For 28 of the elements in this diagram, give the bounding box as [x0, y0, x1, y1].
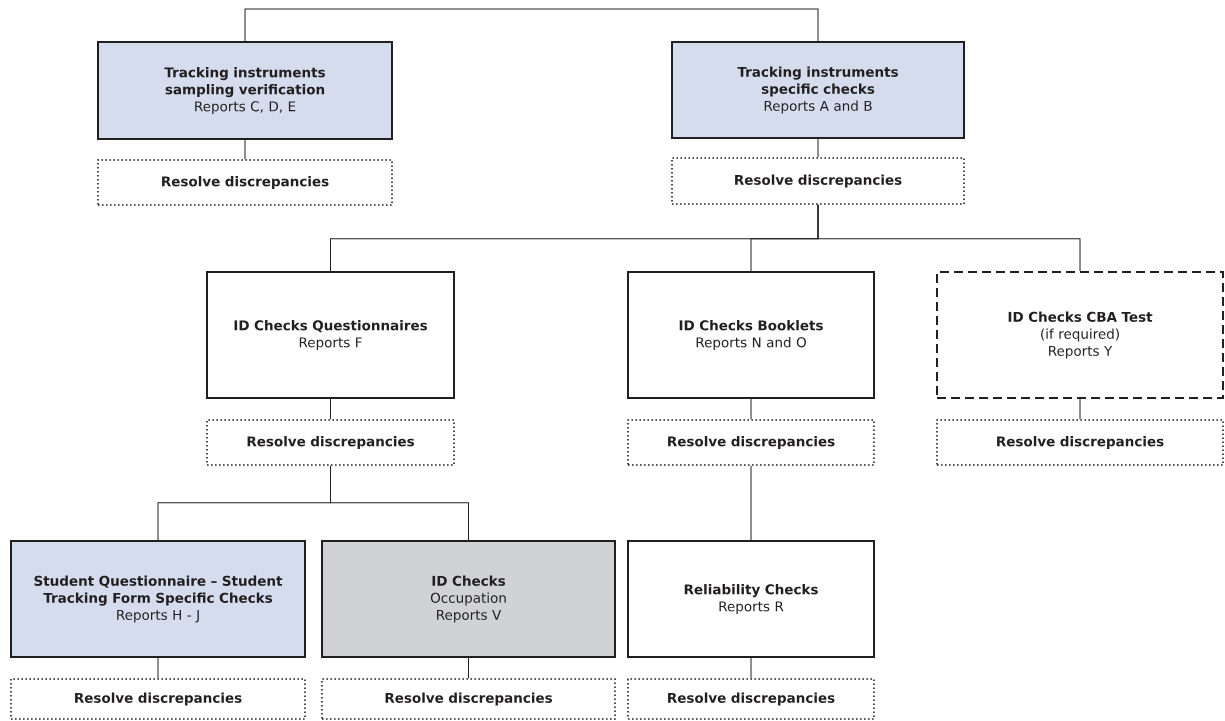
connector-line [244, 8, 819, 42]
process-box: Tracking instruments specific checks Reports A and B [671, 41, 965, 139]
connector-line [244, 139, 246, 160]
process-box: Tracking instruments sampling verification Reports C, D, E [97, 41, 393, 140]
connector-line [157, 657, 159, 679]
connector-line [750, 657, 752, 679]
resolve-box: Resolve discrepancies [321, 678, 616, 720]
connector-line [817, 204, 1081, 272]
process-box: Student Questionnaire – Student Tracking Form Specific Checks Reports H - J [10, 540, 306, 658]
process-box: Reliability Checks Reports R [627, 540, 875, 658]
connector-line [750, 398, 752, 420]
connector-line [817, 138, 819, 158]
resolve-box: Resolve discrepancies [671, 157, 965, 205]
resolve-box: Resolve discrepancies [97, 159, 393, 206]
process-box: ID Checks Questionnaires Reports F [206, 271, 455, 399]
connector-line [330, 465, 469, 541]
optional-process-box: ID Checks CBA Test (if required) Reports Y [936, 271, 1224, 399]
resolve-box: Resolve discrepancies [627, 678, 875, 720]
connector-line [750, 465, 752, 541]
connector-line [468, 657, 469, 679]
process-box: ID Checks Occupation Reports V [321, 540, 616, 658]
connector-line [1079, 398, 1081, 420]
process-box: ID Checks Booklets Reports N and O [627, 271, 875, 399]
resolve-box: Resolve discrepancies [936, 419, 1224, 466]
resolve-box: Resolve discrepancies [627, 419, 875, 466]
resolve-box: Resolve discrepancies [10, 678, 306, 720]
resolve-box: Resolve discrepancies [206, 419, 455, 466]
connector-line [330, 398, 331, 420]
